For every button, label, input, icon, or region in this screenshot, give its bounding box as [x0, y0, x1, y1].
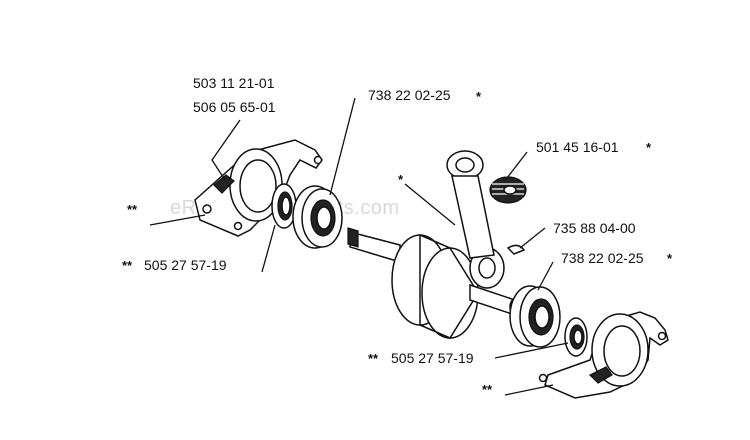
leader-right-seal [494, 342, 569, 359]
callout-needle-bearing-mark: * [646, 140, 652, 155]
right-oil-seal [564, 317, 588, 357]
leader-right-housing [504, 384, 554, 396]
right-bearing-housing [538, 311, 669, 399]
leader-needle-bearing [506, 151, 528, 179]
leader-left-bearing [329, 97, 356, 196]
crankshaft [347, 227, 521, 339]
callout-right-bearing-mark: * [667, 251, 673, 266]
callout-left-housing-pn-1: 503 11 21-01 [193, 75, 275, 91]
leader-key [519, 227, 546, 249]
callout-needle-bearing-pn: 501 45 16-01 [536, 139, 619, 155]
callout-left-bearing-pn: 738 22 02-25 [368, 87, 451, 103]
callout-left-housing-mark: ** [127, 202, 138, 217]
callout-left-seal-pn: 505 27 57-19 [144, 257, 227, 273]
callout-left-seal-mark: ** [122, 258, 133, 273]
callout-right-seal-pn: 505 27 57-19 [391, 350, 474, 366]
leader-right-bearing [537, 261, 554, 291]
left-bearing-housing [194, 139, 323, 237]
callout-key-pn: 735 88 04-00 [553, 220, 636, 236]
callout-right-bearing-pn: 738 22 02-25 [561, 250, 644, 266]
left-ball-bearing [292, 185, 343, 249]
needle-bearing [489, 176, 527, 204]
callout-left-bearing-mark: * [476, 89, 482, 104]
leader-left-seal [261, 224, 276, 273]
callout-left-housing-pn-2: 506 05 65-01 [193, 99, 276, 115]
callout-right-seal-mark: ** [368, 351, 379, 366]
connecting-rod [446, 150, 495, 259]
right-ball-bearing [509, 285, 561, 348]
callout-right-housing-mark: ** [482, 382, 493, 397]
callout-crankshaft-mark: * [398, 172, 404, 187]
leader-left-housing [149, 214, 206, 226]
left-oil-seal [271, 183, 297, 229]
leader-left-housing-top [211, 119, 241, 181]
leader-crankshaft [404, 183, 456, 226]
